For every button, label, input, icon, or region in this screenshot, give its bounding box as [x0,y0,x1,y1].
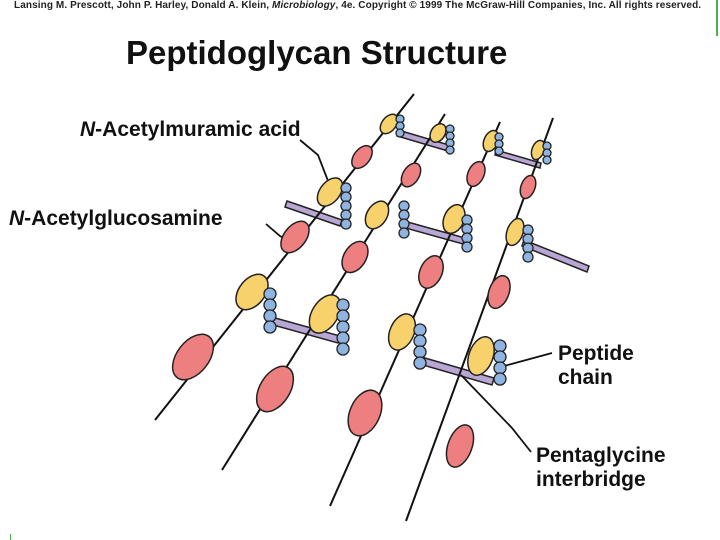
nam-sugar [429,122,447,144]
nam-sugar [235,273,269,311]
amino-acid [398,227,410,239]
nag-sugar [418,255,444,289]
amino-acid [263,298,277,312]
peptide-chain-7 [461,214,473,253]
nam-sugar [379,113,399,135]
nam-sugar [467,336,495,376]
amino-acid [340,218,352,230]
amino-acid [263,320,277,334]
label-peptide-chain: Peptide chain [558,342,634,390]
nam-sugar [364,200,390,230]
label-pentaglycine-interbridge: Pentaglycine interbridge [536,444,666,492]
label-glucosamine-text: -Acetylglucosamine [24,207,223,230]
amino-acid [445,145,455,155]
peptide-chain-2 [445,124,455,155]
diagram-title: Peptidoglycan Structure [126,34,508,71]
amino-acid [336,298,350,312]
peptide-chain-4 [542,141,552,165]
amino-acid [522,251,534,263]
leader-pentaglycine [460,374,532,453]
amino-acid [493,361,507,375]
label-pentaglycine-line2: interbridge [536,468,646,491]
amino-acid [493,339,507,353]
leader-muramic [299,139,331,187]
amino-acid [336,309,350,323]
label-n-acetylglucosamine: N-Acetylglucosamine [9,207,223,231]
nag-sugar [171,333,215,381]
peptide-chain-1 [395,114,405,138]
label-glucosamine-prefix: N [9,207,25,230]
nam-sugar [505,217,525,247]
amino-acid [493,372,507,386]
amino-acid [395,128,405,138]
amino-acid [493,350,507,364]
amino-acid [263,287,277,301]
nag-sugar [466,160,486,188]
amino-acid [263,309,277,323]
amino-acid [413,345,427,359]
nag-sugar [341,240,369,274]
amino-acid [336,342,350,356]
nag-sugar [351,144,373,170]
nag-sugar [255,365,295,413]
label-muramic-text: -Acetylmuramic acid [95,118,301,141]
copyright-authors: Lansing M. Prescott, John P. Harley, Don… [14,0,273,11]
interbridges [265,129,590,386]
nag-sugar [445,424,475,468]
label-pentaglycine-line1: Pentaglycine [536,444,666,467]
nam-sugar [316,177,344,207]
green-edge-bar [716,0,718,36]
label-muramic-prefix: N [80,118,96,141]
copyright-notice: Lansing M. Prescott, John P. Harley, Don… [14,0,701,11]
amino-acid [461,241,473,253]
interbridge-5 [521,239,590,273]
leader-peptide [503,352,553,367]
nag-sugar [519,174,537,200]
amino-acid [413,356,427,370]
amino-acid [542,155,552,165]
peptide-chain-5 [340,182,352,230]
label-n-acetylmuramic-acid: N-Acetylmuramic acid [80,118,301,142]
amino-acid [494,146,504,156]
peptide-chain-8 [522,224,534,263]
label-peptide-line2: chain [558,366,613,389]
nag-sugar [280,220,310,254]
peptide-chain-11 [413,323,427,370]
amino-acid [336,320,350,334]
peptide-chain-6 [398,200,410,239]
nam-sugar [387,313,417,351]
amino-acid [413,334,427,348]
nam-sugar [308,294,342,334]
green-corner-mark [10,534,11,540]
peptide-chains [263,114,552,386]
peptide-chain-9 [263,287,277,334]
interbridge-3 [284,200,343,227]
copyright-publisher: , 4e. Copyright © 1999 The McGraw-Hill C… [335,0,702,11]
peptide-chain-10 [336,298,350,356]
label-peptide-line1: Peptide [558,342,634,365]
nag-sugar [487,274,511,310]
nag-sugar [347,389,383,437]
peptide-chain-12 [493,339,507,386]
copyright-book-title: Microbiology [272,0,336,11]
amino-acid [336,331,350,345]
sugars [171,113,546,468]
amino-acid [413,323,427,337]
peptide-chain-3 [494,132,504,156]
nag-sugar [400,162,422,188]
